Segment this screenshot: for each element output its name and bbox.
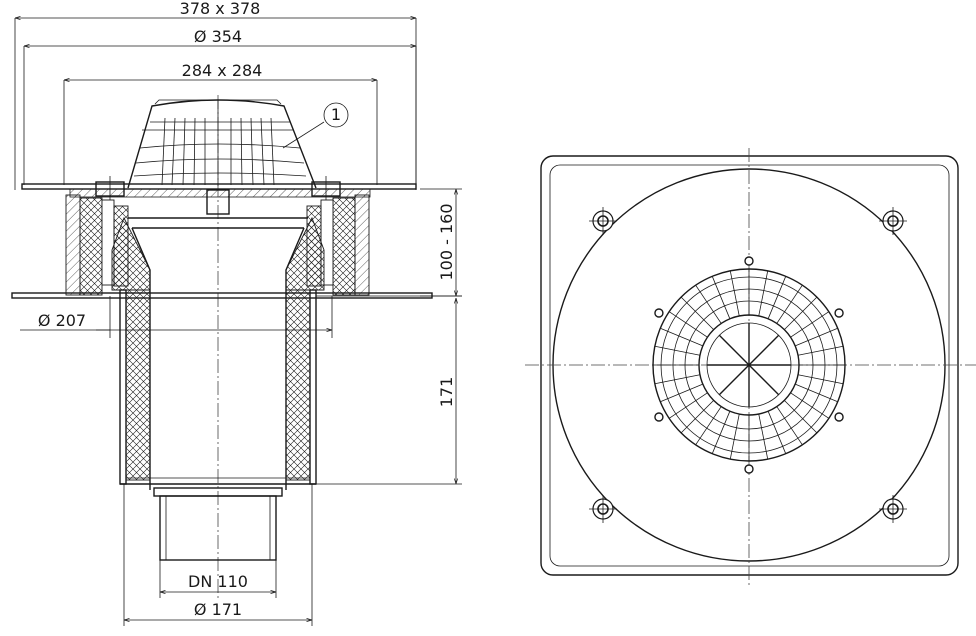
grate-rib: [784, 400, 818, 434]
grate-rib: [729, 413, 740, 460]
grate-rib: [776, 284, 803, 324]
dim-inner-square: 284 x 284: [63, 61, 378, 185]
dim-body-height: 171: [316, 295, 462, 485]
plan-inner-square: [549, 164, 950, 567]
funnel: [111, 216, 325, 490]
plan-grate: [652, 256, 846, 474]
grate-bolt: [654, 412, 664, 422]
corner-screw: [589, 495, 617, 523]
lower-body: [119, 289, 317, 485]
grate-rib: [660, 327, 703, 347]
grate-dome: [127, 99, 317, 215]
grate-rib: [767, 276, 787, 319]
callout-1: 1: [282, 102, 349, 149]
dim-pipe-dn: DN 110: [159, 560, 277, 598]
grate-rib: [654, 345, 701, 356]
grate-rib: [795, 383, 838, 403]
roof-flange: [11, 183, 433, 299]
corner-screw: [879, 495, 907, 523]
grate-center-rib: [748, 364, 780, 396]
grate-rib: [711, 411, 731, 454]
grate-rib: [758, 413, 769, 460]
grate-rib: [795, 327, 838, 347]
plan-screws: [589, 207, 907, 523]
grate-bolt: [654, 308, 664, 318]
callout-number: 1: [331, 105, 341, 124]
grate-center-rib: [748, 334, 780, 366]
grate-rib: [680, 296, 714, 330]
dim-flange-diameter: Ø 354: [23, 27, 417, 185]
dim-pipe-dn-label: DN 110: [188, 572, 248, 591]
grate-rib: [695, 406, 722, 446]
grate-rib: [668, 311, 708, 338]
grate-rib: [797, 345, 844, 356]
corner-screw: [879, 207, 907, 235]
grate-bolt: [834, 308, 844, 318]
dim-body-diameter-label: Ø 171: [194, 600, 242, 619]
outlet-pipe: [153, 487, 283, 561]
grate-rib: [776, 406, 803, 446]
grate-rib: [767, 411, 787, 454]
dim-body-diameter: Ø 171: [123, 484, 313, 626]
grate-rib: [695, 284, 722, 324]
grate-bolt: [834, 412, 844, 422]
grate-rib: [680, 400, 714, 434]
grate-center-rib: [718, 334, 750, 366]
grate-bolt: [744, 256, 754, 266]
dim-height-range: 100 - 160: [420, 188, 462, 297]
grate-rib: [711, 276, 731, 319]
section-view: 378 x 378 Ø 354 284 x 284: [11, 0, 462, 626]
grate-bolt: [744, 464, 754, 474]
dim-inner-square-label: 284 x 284: [182, 61, 263, 80]
grate-rib: [654, 374, 701, 385]
grate-rib: [729, 270, 740, 317]
grate-rib: [790, 392, 830, 419]
dim-outer-square-label: 378 x 378: [180, 0, 261, 18]
grate-center-rib: [718, 364, 750, 396]
grate-rib: [784, 296, 818, 330]
dim-height-range-label: 100 - 160: [437, 203, 456, 280]
plan-view: [525, 148, 976, 585]
grate-rib: [790, 311, 830, 338]
dim-body-height-label: 171: [437, 377, 456, 408]
dim-collar-diameter: Ø 207: [20, 296, 333, 338]
corner-screw: [589, 207, 617, 235]
plan-outer-square: [540, 155, 959, 576]
dim-flange-diameter-label: Ø 354: [194, 27, 242, 46]
grate-rib: [758, 270, 769, 317]
grate-rib: [668, 392, 708, 419]
grate-rib: [660, 383, 703, 403]
grate-rib: [797, 374, 844, 385]
dim-collar-diameter-label: Ø 207: [38, 311, 86, 330]
